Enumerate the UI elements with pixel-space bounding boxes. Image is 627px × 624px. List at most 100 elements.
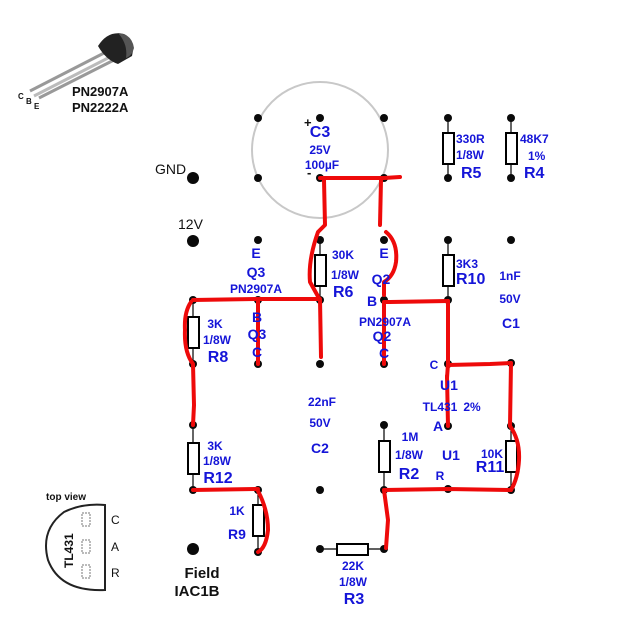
r6-body xyxy=(314,254,327,287)
legend-pin-e: E xyxy=(34,102,40,111)
pad xyxy=(316,114,324,122)
pad xyxy=(316,360,324,368)
u1-pin-c: C xyxy=(430,358,439,372)
r12-value: 3K xyxy=(207,439,223,453)
r2-body xyxy=(378,440,391,473)
r6-rating: 1/8W xyxy=(331,268,360,282)
q2-pin-c: C xyxy=(379,345,389,361)
q3-pin-c: C xyxy=(252,344,262,360)
pad xyxy=(507,114,515,122)
field-label-2: IAC1B xyxy=(174,583,219,600)
pad xyxy=(444,236,452,244)
field-pad xyxy=(187,543,199,555)
r4-value: 48K7 xyxy=(520,132,549,146)
legend-part-1: PN2907A xyxy=(72,84,129,99)
tl431-pinout-legend: top view TL431 C A R xyxy=(45,492,120,592)
r3-body xyxy=(336,543,369,556)
r10-name: R10 xyxy=(456,271,485,288)
u1-name-bottom: U1 xyxy=(442,447,460,463)
wire-r8-q3b-r6 xyxy=(191,297,323,359)
c3-plus: + xyxy=(304,115,312,130)
tl431-pin-c: C xyxy=(111,513,120,527)
q2-pin-e: E xyxy=(379,245,388,261)
r8-rating: 1/8W xyxy=(203,333,232,347)
wire-u1c-a xyxy=(445,374,450,428)
pad xyxy=(254,114,262,122)
wire-r2-r11 xyxy=(382,487,513,492)
q3-part: PN2907A xyxy=(230,282,282,296)
u1-pin-r: R xyxy=(436,469,445,483)
legend-pin-c: C xyxy=(18,92,24,101)
tl431-caption: top view xyxy=(46,492,86,503)
wire-c3-q2e xyxy=(378,178,383,227)
wire-r2-r3 xyxy=(382,488,390,550)
r10-value: 3K3 xyxy=(456,257,478,271)
r11-value: 10K xyxy=(481,447,503,461)
r8-name: R8 xyxy=(208,349,229,366)
r4-name: R4 xyxy=(524,165,545,182)
c3-voltage: 25V xyxy=(309,143,330,157)
u1-part: TL431 xyxy=(423,400,458,414)
r5-name: R5 xyxy=(461,165,482,182)
pad xyxy=(316,486,324,494)
pad xyxy=(444,174,452,182)
wire-q2e-b xyxy=(382,230,399,297)
r4-body xyxy=(505,132,518,165)
r9-name: R9 xyxy=(228,526,246,542)
tl431-pin-a: A xyxy=(111,540,119,554)
wire-c3-r6 xyxy=(307,178,327,302)
pad xyxy=(444,114,452,122)
r12-name: R12 xyxy=(203,470,232,487)
q2-name-top: Q2 xyxy=(372,271,391,287)
r5-body xyxy=(442,132,455,165)
tl431-body-text: TL431 xyxy=(62,533,76,568)
pad xyxy=(254,174,262,182)
field-label: Field xyxy=(184,565,219,582)
pad xyxy=(254,236,262,244)
legend-pin-b: B xyxy=(26,97,32,106)
r9-value: 1K xyxy=(229,504,245,518)
r2-name: R2 xyxy=(399,466,420,483)
r6-name: R6 xyxy=(333,284,354,301)
c1-value: 1nF xyxy=(499,269,520,283)
wire-u1c-c1 xyxy=(446,361,513,367)
r2-value: 1M xyxy=(402,430,419,444)
r11-name: R11 xyxy=(476,459,505,476)
transistor-illustration: C B E PN2907A PN2222A xyxy=(18,33,134,115)
wire-c3-minus xyxy=(318,175,402,180)
c2-name: C2 xyxy=(311,440,329,456)
r12-body xyxy=(187,442,200,475)
pad xyxy=(380,114,388,122)
resistor-bodies xyxy=(187,118,518,556)
r8-body xyxy=(187,316,200,349)
r5-rating: 1/8W xyxy=(456,148,485,162)
c3-name: C3 xyxy=(310,124,331,141)
wire-q2b-r10 xyxy=(382,299,450,304)
c2-value: 22nF xyxy=(308,395,336,409)
pad xyxy=(380,236,388,244)
tl431-pin-r: R xyxy=(111,566,120,580)
legend-part-2: PN2222A xyxy=(72,100,129,115)
q2-part: PN2907A xyxy=(359,315,411,329)
gnd-pad xyxy=(187,172,199,184)
pad xyxy=(507,174,515,182)
r2-rating: 1/8W xyxy=(395,448,424,462)
r5-value: 330R xyxy=(456,132,485,146)
wire-r9-bypass xyxy=(256,489,270,554)
pad xyxy=(316,545,324,553)
c1-voltage: 50V xyxy=(499,292,520,306)
wire-r12-r9 xyxy=(191,487,260,492)
c3-minus: - xyxy=(307,165,311,180)
jumper-wires xyxy=(182,175,522,554)
gnd-label: GND xyxy=(155,161,186,177)
tl431-package-outline xyxy=(45,503,106,592)
q3-pin-e: E xyxy=(251,245,260,261)
v12-pad xyxy=(187,235,199,247)
c3-outline xyxy=(251,81,389,219)
r10-body xyxy=(442,254,455,287)
q2-pin-b: B xyxy=(367,293,377,309)
pad xyxy=(380,421,388,429)
q2-name-bottom: Q2 xyxy=(373,328,392,344)
u1-name-top: U1 xyxy=(440,377,458,393)
r3-name: R3 xyxy=(344,591,365,608)
